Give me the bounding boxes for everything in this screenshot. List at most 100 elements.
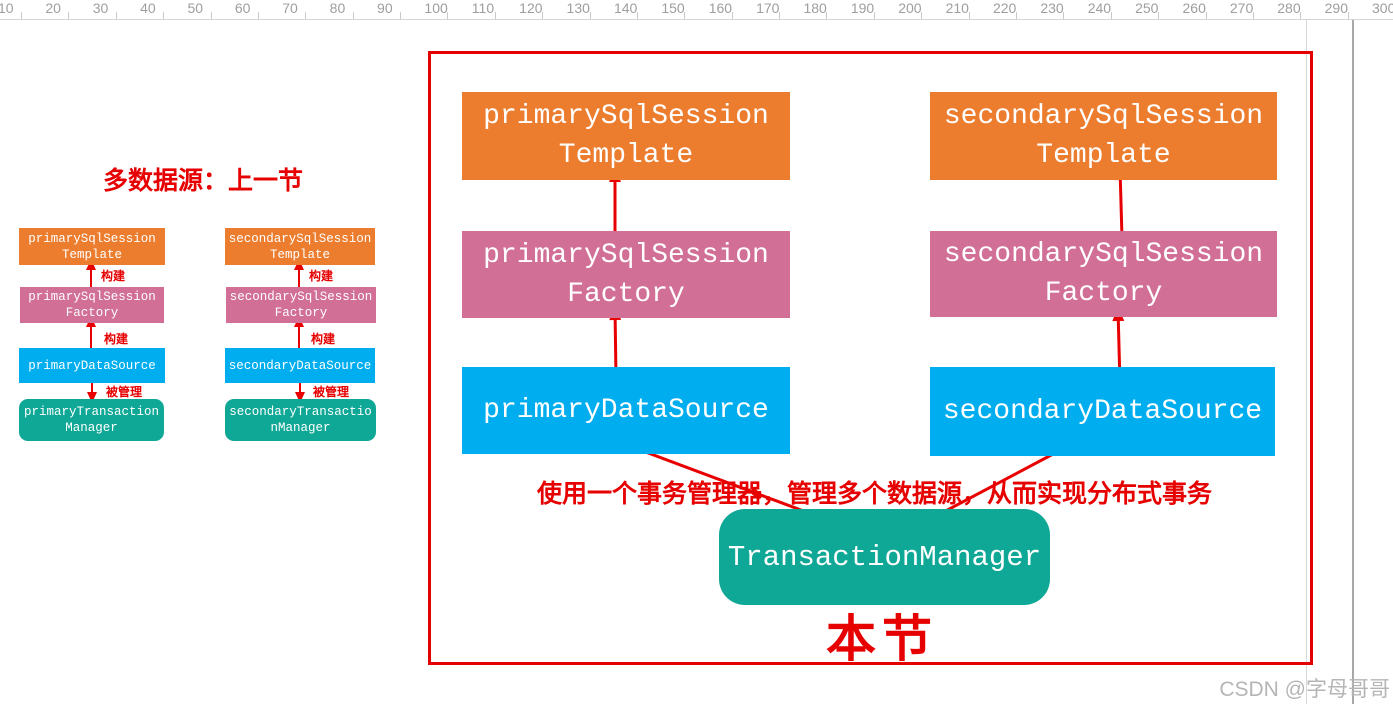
ruler-tick bbox=[68, 12, 70, 19]
ruler-number: 10 bbox=[0, 0, 14, 16]
page-margin-line bbox=[1352, 20, 1354, 704]
ruler-tick bbox=[1063, 12, 1065, 19]
box-label-line: primarySqlSession bbox=[28, 231, 156, 246]
overview-secondary-template-box: secondarySqlSession Template bbox=[225, 228, 375, 265]
overview-primary-manager-box: primaryTransaction Manager bbox=[19, 399, 164, 441]
ruler-tick bbox=[873, 12, 875, 19]
ruler-number: 270 bbox=[1229, 0, 1254, 16]
ruler-tick bbox=[210, 12, 212, 19]
watermark: CSDN @字母哥哥 bbox=[1219, 678, 1390, 701]
ruler-tick bbox=[163, 12, 165, 19]
box-label-line: Factory bbox=[274, 306, 328, 320]
detail-secondary-datasource-box: secondaryDataSource bbox=[930, 367, 1275, 456]
ruler-number: 140 bbox=[613, 0, 638, 16]
ruler-number: 210 bbox=[945, 0, 969, 16]
box-label-line: Template bbox=[558, 140, 694, 171]
ruler-tick bbox=[115, 12, 117, 19]
ruler-tick bbox=[1347, 12, 1349, 19]
ruler-number: 120 bbox=[519, 0, 543, 16]
detail-secondary-template-box: secondarySqlSession Template bbox=[930, 92, 1277, 180]
overview-secondary-manager-box: secondaryTransactio nManager bbox=[225, 399, 376, 441]
box-label-line: secondarySqlSession bbox=[943, 239, 1264, 270]
ruler-number: 100 bbox=[424, 0, 448, 16]
box-label-line: Factory bbox=[567, 278, 685, 310]
page-guide-line bbox=[1306, 20, 1307, 704]
ruler-number: 300 bbox=[1372, 0, 1393, 16]
box-label-line: Template bbox=[1036, 140, 1171, 171]
ruler-tick bbox=[731, 12, 733, 19]
overview-primary-factory-box: primarySqlSession Factory bbox=[20, 287, 164, 323]
ruler-tick bbox=[305, 12, 307, 19]
ruler-number: 90 bbox=[377, 0, 393, 16]
box-label-line: primaryDataSource bbox=[28, 358, 156, 373]
ruler-tick bbox=[779, 12, 781, 19]
ruler-tick bbox=[21, 12, 22, 19]
ruler-number: 30 bbox=[92, 0, 109, 16]
box-label-line: primarySqlSession bbox=[483, 239, 769, 271]
ruler-tick bbox=[447, 12, 449, 19]
ruler-number: 190 bbox=[850, 0, 875, 16]
ruler-number: 260 bbox=[1182, 0, 1206, 16]
edge-label-build: 构建 bbox=[309, 269, 334, 283]
detail-secondary-factory-box: secondarySqlSession Factory bbox=[930, 231, 1277, 317]
ruler-number: 170 bbox=[756, 0, 780, 16]
ruler-number: 70 bbox=[282, 0, 298, 16]
ruler-tick bbox=[636, 12, 638, 19]
box-label-line: primaryTransaction bbox=[23, 405, 160, 419]
detail-note-text: 使用一个事务管理器，管理多个数据源，从而实现分布式事务 bbox=[537, 480, 1213, 508]
ruler-number: 240 bbox=[1087, 0, 1112, 16]
ruler-number: 130 bbox=[566, 0, 590, 16]
overview-secondary-datasource-box: secondaryDataSource bbox=[225, 348, 375, 383]
box-label-line: Factory bbox=[1044, 278, 1163, 309]
ruler-tick bbox=[589, 12, 591, 19]
detail-primary-datasource-box: primaryDataSource bbox=[462, 367, 790, 454]
ruler-tick bbox=[1252, 12, 1254, 19]
ruler-number: 110 bbox=[471, 0, 495, 16]
edge-label-build: 构建 bbox=[101, 269, 126, 283]
overview-title: 多数据源：上一节 bbox=[103, 167, 304, 195]
ruler-tick bbox=[826, 12, 828, 19]
ruler-tick bbox=[494, 12, 496, 19]
detail-section-border bbox=[428, 51, 1313, 665]
ruler-tick bbox=[352, 12, 354, 19]
ruler-tick bbox=[1158, 12, 1160, 19]
box-label-line: primaryDataSource bbox=[483, 395, 769, 426]
ruler-number: 50 bbox=[187, 0, 204, 16]
box-label-line: Template bbox=[269, 247, 330, 262]
detail-transaction-manager-box: TransactionManager bbox=[719, 509, 1050, 605]
ruler-number: 180 bbox=[803, 0, 827, 16]
ruler-number: 220 bbox=[992, 0, 1017, 16]
edge-label-build: 构建 bbox=[104, 332, 129, 346]
detail-primary-factory-box: primarySqlSession Factory bbox=[462, 231, 790, 318]
ruler-number: 200 bbox=[898, 0, 922, 16]
ruler-tick bbox=[400, 12, 402, 19]
ruler-number: 250 bbox=[1135, 0, 1159, 16]
ruler-tick bbox=[1015, 12, 1017, 19]
ruler-number: 160 bbox=[708, 0, 733, 16]
box-label-line: Manager bbox=[65, 421, 118, 435]
overview-primary-datasource-box: primaryDataSource bbox=[19, 348, 165, 383]
ruler-number: 290 bbox=[1324, 0, 1348, 16]
box-label-line: nManager bbox=[270, 421, 331, 435]
box-label-line: Template bbox=[61, 247, 122, 262]
ruler-tick bbox=[968, 12, 970, 19]
box-label-line: secondarySqlSession bbox=[229, 290, 373, 304]
ruler-tick bbox=[257, 12, 259, 19]
detail-caption: 本节 bbox=[826, 611, 938, 667]
edge-label-managed: 被管理 bbox=[106, 385, 143, 399]
box-label-line: secondarySqlSession bbox=[943, 101, 1264, 132]
ruler-number: 280 bbox=[1277, 0, 1301, 16]
box-label-line: primarySqlSession bbox=[28, 290, 156, 304]
ruler-tick bbox=[921, 12, 923, 19]
edge-label-managed: 被管理 bbox=[313, 385, 350, 399]
ruler-number: 60 bbox=[234, 0, 251, 16]
box-label-line: secondarySqlSession bbox=[228, 231, 372, 246]
box-label-line: primarySqlSession bbox=[483, 101, 769, 132]
box-label-line: secondaryDataSource bbox=[228, 358, 372, 373]
detail-primary-template-box: primarySqlSession Template bbox=[462, 92, 790, 180]
box-label-line: Factory bbox=[65, 306, 119, 320]
overview-primary-template-box: primarySqlSession Template bbox=[19, 228, 165, 265]
ruler-tick bbox=[1110, 12, 1112, 19]
edge-label-build: 构建 bbox=[311, 332, 336, 346]
box-label-line: secondaryTransactio bbox=[229, 405, 372, 419]
